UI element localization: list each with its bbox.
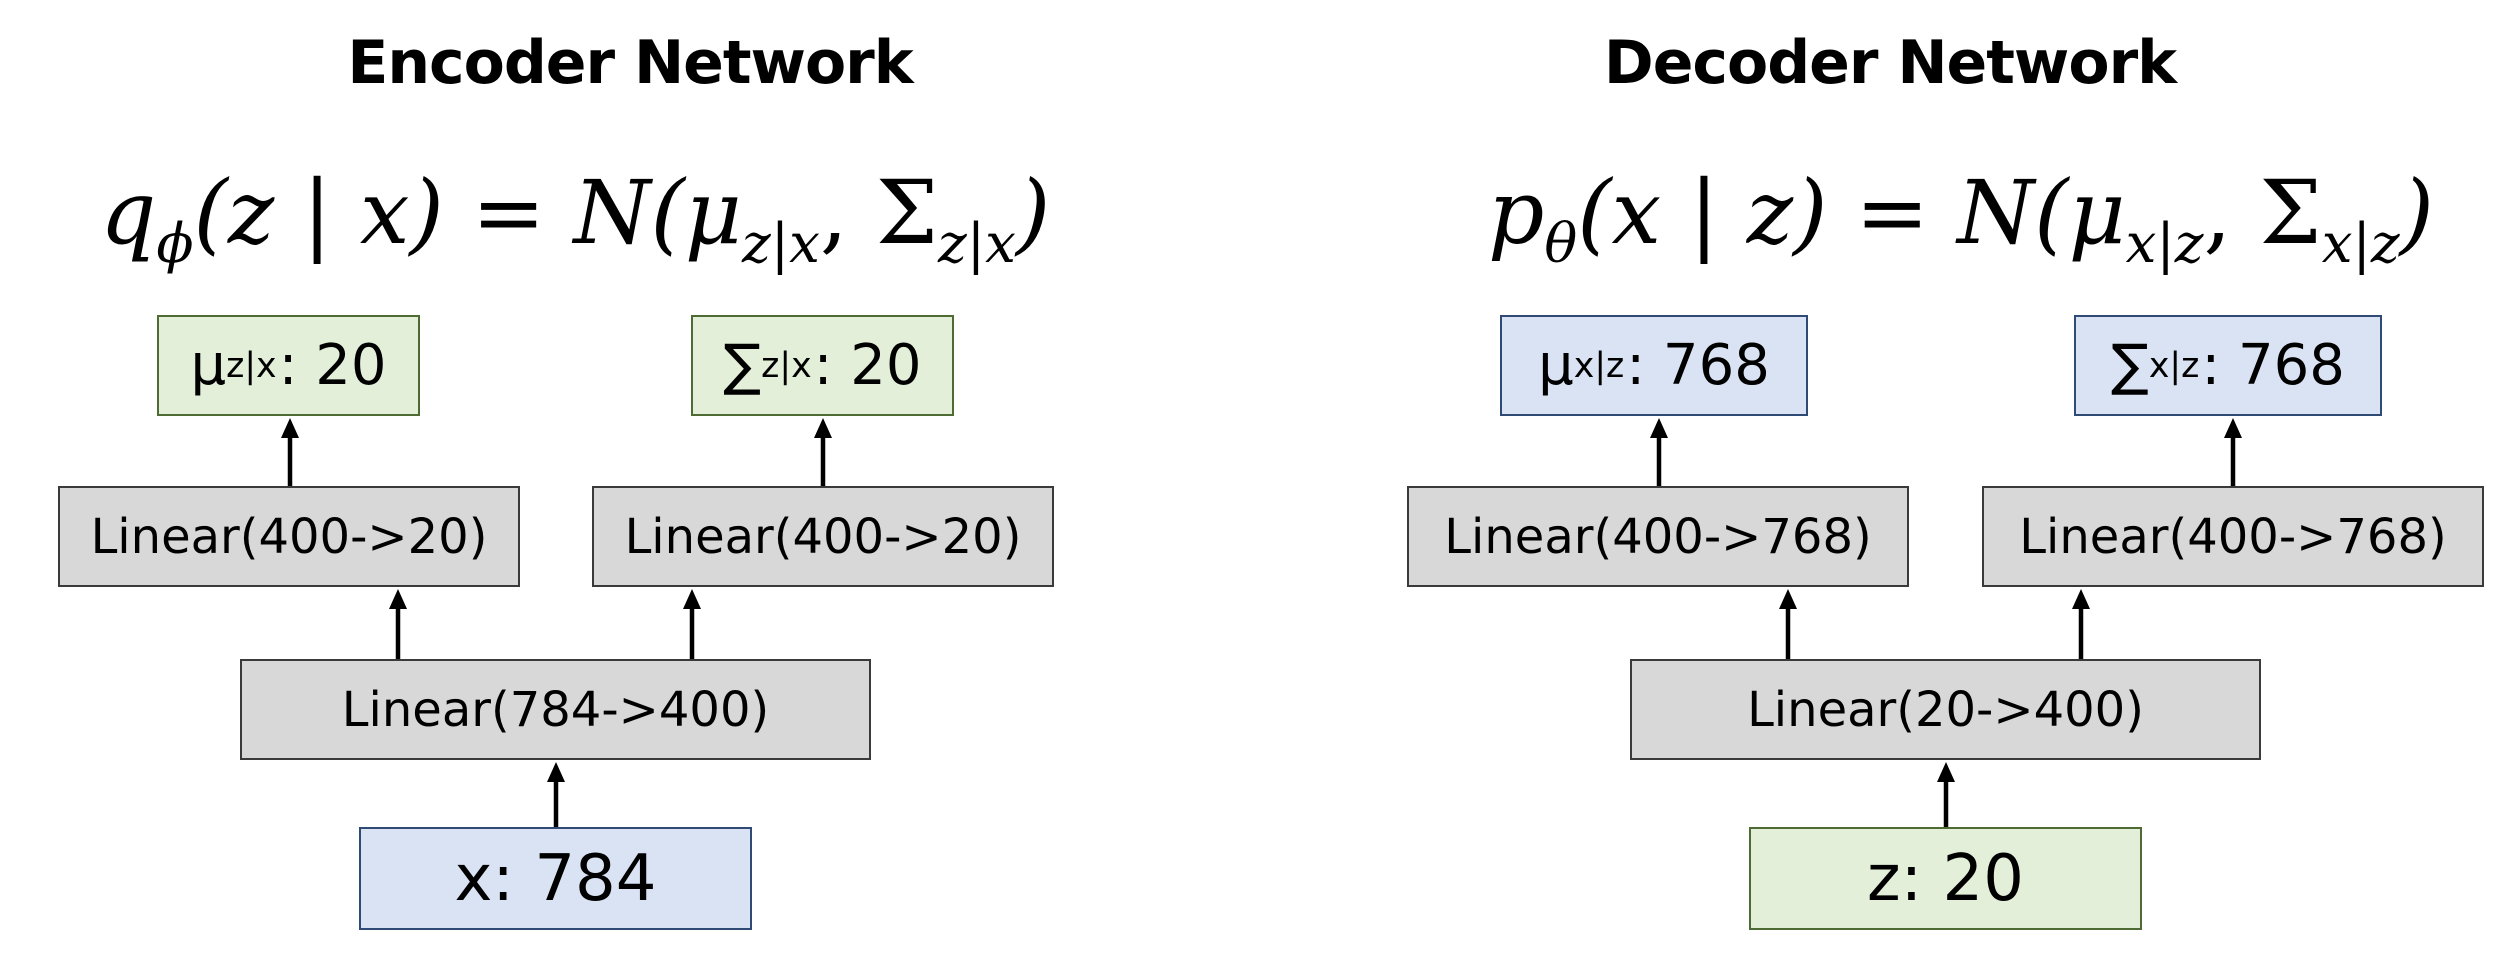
formula-theta-sub: θ — [1544, 211, 1578, 276]
encoder-input-box: x: 784 — [359, 827, 752, 930]
formula-args: (x | z) = N(μ — [1577, 161, 2126, 264]
encoder-sigma-box: ∑z|x: 20 — [691, 315, 954, 416]
encoder-panel: Encoder Network qϕ(z | x) = N(μz|x, Σz|x… — [58, 28, 1054, 930]
formula-close: ) — [1015, 161, 1051, 264]
formula-sigma: , Σ — [2203, 161, 2322, 264]
decoder-formula: pθ(x | z) = N(μx|z, Σx|z) — [1488, 158, 2434, 275]
formula-p: p — [1488, 161, 1545, 264]
decoder-panel: Decoder Network pθ(x | z) = N(μx|z, Σx|z… — [1260, 0, 2520, 960]
formula-phi-sub: ϕ — [156, 211, 194, 276]
formula-mu-sub: x|z — [2125, 211, 2204, 276]
formula-mu-sub: z|x — [741, 211, 820, 276]
formula-args: (z | x) = N(μ — [193, 161, 742, 264]
decoder-linear-mu: Linear(400->768) — [1407, 486, 1909, 587]
decoder-input-box: z: 20 — [1749, 827, 2142, 930]
encoder-linear-sigma: Linear(400->20) — [592, 486, 1054, 587]
formula-sigma-sub: x|z — [2321, 211, 2400, 276]
decoder-linear-hidden: Linear(20->400) — [1630, 659, 2261, 760]
decoder-linear-sigma: Linear(400->768) — [1982, 486, 2484, 587]
encoder-arrows — [281, 418, 832, 827]
formula-q: q — [100, 161, 157, 264]
encoder-title: Encoder Network — [347, 28, 913, 98]
encoder-linear-mu: Linear(400->20) — [58, 486, 520, 587]
encoder-formula: qϕ(z | x) = N(μz|x, Σz|x) — [100, 158, 1051, 275]
formula-close: ) — [2399, 161, 2434, 264]
decoder-title: Decoder Network — [1603, 28, 2177, 98]
encoder-linear-hidden: Linear(784->400) — [240, 659, 871, 760]
formula-sigma: , Σ — [819, 161, 939, 264]
formula-sigma-sub: z|x — [938, 211, 1016, 276]
decoder-arrows — [1650, 418, 2242, 827]
decoder-sigma-box: ∑x|z: 768 — [2074, 315, 2382, 416]
